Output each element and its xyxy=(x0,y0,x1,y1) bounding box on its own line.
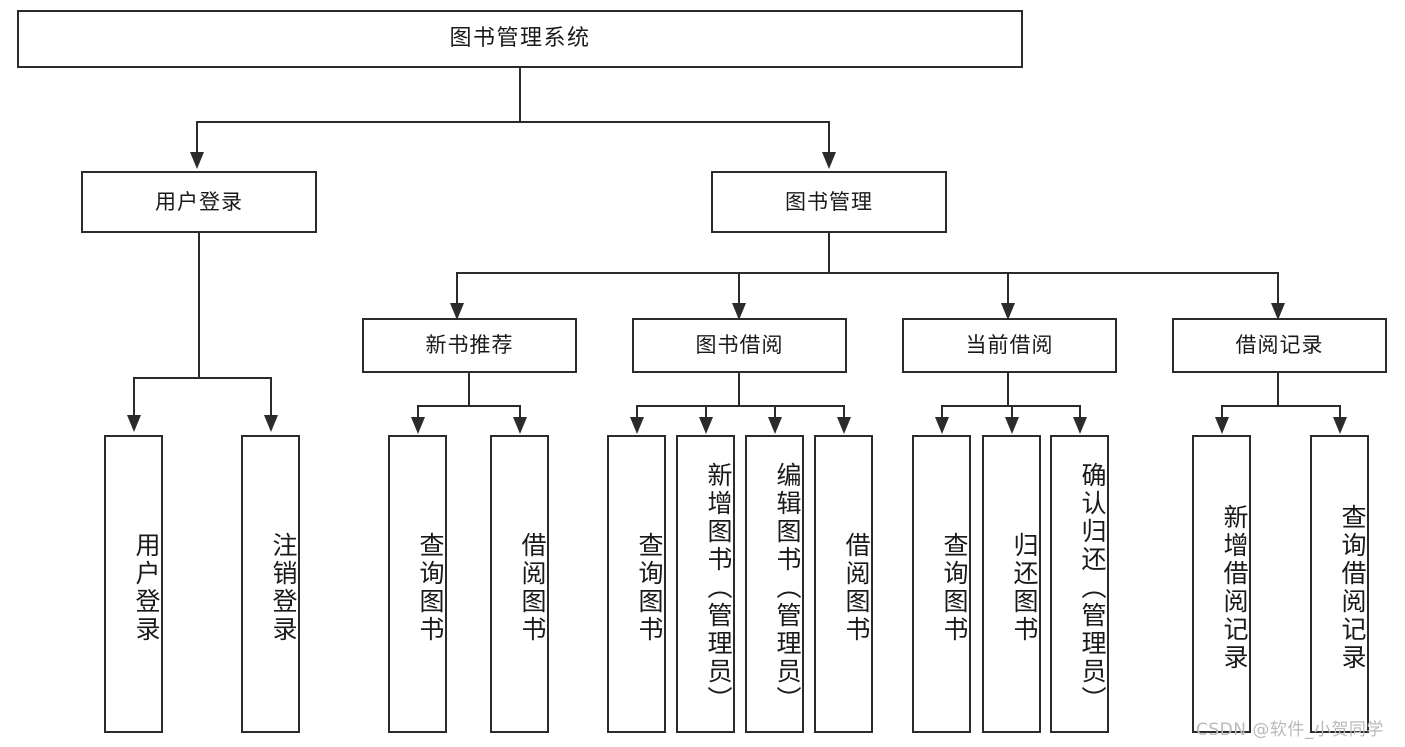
connector-drop-leaf-nbr-1 xyxy=(519,405,522,419)
node-label: 查询图书 xyxy=(940,532,969,644)
connector-current-borrow-bus xyxy=(941,405,1079,408)
connector-drop-leaf-user-login-0 xyxy=(133,377,136,417)
connector-borrow-record-stem xyxy=(1277,373,1280,407)
connector-drop-leaf-br-0 xyxy=(1221,405,1224,419)
arrowhead-leaf-bb-3 xyxy=(837,417,851,434)
arrowhead-leaf-bb-2 xyxy=(768,417,782,434)
connector-new-book-recommend-bus xyxy=(417,405,521,408)
arrowhead-book-management xyxy=(822,152,836,169)
connector-borrow-record-bus xyxy=(1221,405,1340,408)
node-label: 编辑图书（管理员） xyxy=(773,462,802,714)
connector-drop-leaf-bb-0 xyxy=(636,405,639,419)
arrowhead-borrow-record xyxy=(1271,303,1285,320)
node-label: 图书管理系统 xyxy=(449,26,591,52)
node-borrow-record[interactable]: 借阅记录 xyxy=(1172,318,1387,373)
arrowhead-leaf-nbr-1 xyxy=(513,417,527,434)
arrowhead-book-borrow xyxy=(732,303,746,320)
node-label: 图书管理 xyxy=(785,189,873,214)
node-label: 借阅图书 xyxy=(842,532,871,644)
connector-drop-leaf-cb-2 xyxy=(1079,405,1082,419)
leaf-user-login-0[interactable]: 用户登录 xyxy=(104,435,163,733)
node-label: 查询借阅记录 xyxy=(1338,504,1367,672)
arrowhead-leaf-bb-1 xyxy=(699,417,713,434)
leaf-new-book-recommend-1[interactable]: 借阅图书 xyxy=(490,435,549,733)
arrowhead-leaf-user-login-0 xyxy=(127,415,141,432)
node-label: 注销登录 xyxy=(269,532,298,644)
leaf-book-borrow-0[interactable]: 查询图书 xyxy=(607,435,666,733)
arrowhead-leaf-user-login-1 xyxy=(264,415,278,432)
connector-drop-borrow-record xyxy=(1277,272,1280,305)
node-book-management[interactable]: 图书管理 xyxy=(711,171,947,233)
connector-drop-book-management xyxy=(828,121,831,154)
connector-book-borrow-bus xyxy=(636,405,844,408)
connector-new-book-recommend-stem xyxy=(468,373,471,407)
connector-drop-leaf-bb-2 xyxy=(774,405,777,419)
node-label: 查询图书 xyxy=(635,532,664,644)
node-book-borrow[interactable]: 图书借阅 xyxy=(632,318,847,373)
connector-level2-bus xyxy=(196,121,830,124)
arrowhead-leaf-br-1 xyxy=(1333,417,1347,434)
node-user-login[interactable]: 用户登录 xyxy=(81,171,317,233)
node-label: 确认归还（管理员） xyxy=(1078,462,1107,714)
leaf-current-borrow-1[interactable]: 归还图书 xyxy=(982,435,1041,733)
leaf-book-borrow-1[interactable]: 新增图书（管理员） xyxy=(676,435,735,733)
leaf-borrow-record-0[interactable]: 新增借阅记录 xyxy=(1192,435,1251,733)
connector-user-login-bus xyxy=(133,377,272,380)
connector-drop-user-login xyxy=(196,121,199,154)
leaf-borrow-record-1[interactable]: 查询借阅记录 xyxy=(1310,435,1369,733)
node-label: 图书借阅 xyxy=(695,333,784,358)
connector-level3-bus xyxy=(456,272,1277,275)
node-root-book-management-system[interactable]: 图书管理系统 xyxy=(17,10,1023,68)
node-label: 新增借阅记录 xyxy=(1220,504,1249,672)
leaf-book-borrow-3[interactable]: 借阅图书 xyxy=(814,435,873,733)
arrowhead-leaf-bb-0 xyxy=(630,417,644,434)
arrowhead-leaf-nbr-0 xyxy=(411,417,425,434)
node-new-book-recommend[interactable]: 新书推荐 xyxy=(362,318,577,373)
connector-drop-leaf-bb-1 xyxy=(705,405,708,419)
leaf-book-borrow-2[interactable]: 编辑图书（管理员） xyxy=(745,435,804,733)
node-label: 借阅记录 xyxy=(1235,333,1324,358)
connector-drop-leaf-cb-0 xyxy=(941,405,944,419)
leaf-user-login-1[interactable]: 注销登录 xyxy=(241,435,300,733)
node-label: 新增图书（管理员） xyxy=(704,462,733,714)
connector-drop-current-borrow xyxy=(1007,272,1010,305)
connector-drop-book-borrow xyxy=(738,272,741,305)
arrowhead-user-login xyxy=(190,152,204,169)
leaf-new-book-recommend-0[interactable]: 查询图书 xyxy=(388,435,447,733)
node-label: 用户登录 xyxy=(155,189,243,214)
connector-drop-leaf-br-1 xyxy=(1339,405,1342,419)
connector-drop-leaf-nbr-0 xyxy=(417,405,420,419)
connector-book-management-stem xyxy=(828,233,831,272)
arrowhead-new-book-recommend xyxy=(450,303,464,320)
arrowhead-leaf-cb-2 xyxy=(1073,417,1087,434)
connector-root-stem xyxy=(519,68,522,121)
node-label: 查询图书 xyxy=(416,532,445,644)
node-label: 归还图书 xyxy=(1010,532,1039,644)
arrowhead-leaf-br-0 xyxy=(1215,417,1229,434)
leaf-current-borrow-2[interactable]: 确认归还（管理员） xyxy=(1050,435,1109,733)
leaf-current-borrow-0[interactable]: 查询图书 xyxy=(912,435,971,733)
node-label: 当前借阅 xyxy=(965,333,1054,358)
connector-current-borrow-stem xyxy=(1007,373,1010,407)
connector-drop-leaf-cb-1 xyxy=(1011,405,1014,419)
connector-book-borrow-stem xyxy=(738,373,741,407)
connector-drop-leaf-user-login-1 xyxy=(270,377,273,417)
arrowhead-current-borrow xyxy=(1001,303,1015,320)
node-label: 新书推荐 xyxy=(425,333,514,358)
connector-user-login-stem xyxy=(198,233,201,379)
connector-drop-new-book-recommend xyxy=(456,272,459,305)
arrowhead-leaf-cb-0 xyxy=(935,417,949,434)
node-current-borrow[interactable]: 当前借阅 xyxy=(902,318,1117,373)
arrowhead-leaf-cb-1 xyxy=(1005,417,1019,434)
node-label: 借阅图书 xyxy=(518,532,547,644)
connector-drop-leaf-bb-3 xyxy=(843,405,846,419)
node-label: 用户登录 xyxy=(132,532,161,644)
